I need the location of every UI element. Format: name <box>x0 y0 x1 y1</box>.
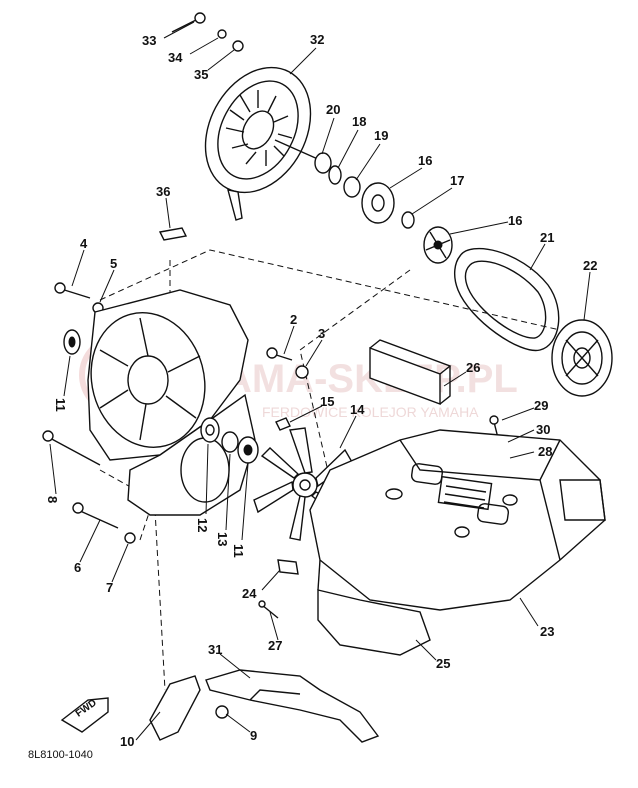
callout-3: 3 <box>318 326 325 341</box>
recoil-starter-housing <box>204 66 321 221</box>
filter-block <box>369 339 452 406</box>
driven-pulley <box>551 319 613 397</box>
watermark-subtext: FERDOWICE KOLEJOR YAMAHA <box>262 404 479 420</box>
callout-6: 6 <box>74 560 81 575</box>
callout-35: 35 <box>194 67 208 82</box>
callout-11-center: 11 <box>231 544 246 558</box>
small-plate <box>258 559 299 619</box>
callout-24: 24 <box>242 586 257 601</box>
callout-5: 5 <box>110 256 117 271</box>
callout-32: 32 <box>310 32 324 47</box>
callout-28: 28 <box>538 444 552 459</box>
callout-19: 19 <box>374 128 388 143</box>
callout-13: 13 <box>215 532 230 546</box>
center-seals <box>200 417 259 464</box>
watermark-text: YAMA-SKLEP.PL <box>200 357 518 401</box>
callout-29: 29 <box>534 398 548 413</box>
callout-17: 17 <box>450 173 464 188</box>
lower-shroud <box>317 559 431 656</box>
starter-bolts <box>171 12 244 52</box>
clip-part <box>158 227 188 241</box>
pin-part <box>275 417 291 431</box>
callout-36: 36 <box>156 184 170 199</box>
callout-12: 12 <box>195 518 210 532</box>
callout-33: 33 <box>142 33 156 48</box>
side-cover <box>149 675 229 741</box>
drive-pulley-assembly <box>314 152 453 264</box>
callout-11-left: 11 <box>53 398 68 412</box>
callout-10: 10 <box>120 734 134 749</box>
guard-plate <box>205 669 380 743</box>
forward-arrow: FWD <box>60 697 109 733</box>
callout-20: 20 <box>326 102 340 117</box>
diagram-code: 8L8100-1040 <box>28 749 93 761</box>
callout-16-upper: 16 <box>418 153 432 168</box>
callout-15: 15 <box>320 394 334 409</box>
center-screws <box>266 347 309 379</box>
callout-21: 21 <box>540 230 554 245</box>
callout-2: 2 <box>290 312 297 327</box>
callout-26: 26 <box>466 360 480 375</box>
callout-8: 8 <box>45 496 60 503</box>
engine-shroud <box>309 429 606 611</box>
callout-27: 27 <box>268 638 282 653</box>
watermark: YAMA-SKLEP.PL FERDOWICE KOLEJOR YAMAHA <box>79 334 518 420</box>
callout-30: 30 <box>536 422 550 437</box>
callout-18: 18 <box>352 114 366 129</box>
callout-31: 31 <box>208 642 222 657</box>
lower-left-bolts <box>42 430 136 544</box>
callout-34: 34 <box>168 50 183 65</box>
callout-23: 23 <box>540 624 554 639</box>
callout-16-lower: 16 <box>508 213 522 228</box>
callout-labels: 33 34 35 32 20 18 19 16 17 16 21 22 36 4… <box>45 32 597 749</box>
callout-25: 25 <box>436 656 450 671</box>
callout-4: 4 <box>80 236 88 251</box>
callout-14: 14 <box>350 402 365 417</box>
oil-seal-left <box>63 329 81 355</box>
callout-22: 22 <box>583 258 597 273</box>
leader-lines <box>49 21 591 741</box>
fan-housing <box>87 289 256 516</box>
left-bolts <box>54 282 104 314</box>
drive-belt <box>453 247 560 352</box>
callout-7: 7 <box>106 580 113 595</box>
callout-9: 9 <box>250 728 257 743</box>
